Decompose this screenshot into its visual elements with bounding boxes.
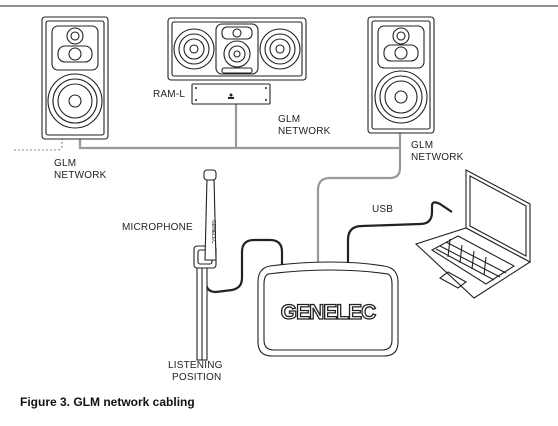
listening-position-label-2: POSITION: [172, 372, 221, 383]
figure-caption: Figure 3. GLM network cabling: [20, 395, 195, 409]
left-speaker: [42, 17, 108, 139]
laptop: [416, 170, 530, 298]
glm-network-center-label-2: NETWORK: [278, 126, 331, 137]
glm-network-center-label-1: GLM: [278, 114, 300, 125]
glm-network-left-label-1: GLM: [54, 158, 76, 169]
glm-network-left-label-2: NETWORK: [54, 170, 107, 181]
microphone-stand: GENELEC: [194, 170, 216, 360]
glm-network-right-label-1: GLM: [411, 140, 433, 151]
ram-l-unit: [192, 84, 270, 104]
network-cable-dotted: [14, 138, 62, 150]
network-cable-left-right: [80, 132, 400, 148]
usb-label: USB: [372, 204, 393, 215]
right-speaker: [368, 17, 434, 133]
genelec-logo: GENELEC: [281, 301, 376, 324]
microphone-label: MICROPHONE: [122, 222, 193, 233]
listening-position-label-1: LISTENING: [168, 360, 223, 371]
ram-l-label: RAM-L: [153, 89, 185, 100]
glm-controller: GENELEC: [258, 262, 398, 356]
center-speaker: [168, 18, 306, 80]
glm-network-right-label-2: NETWORK: [411, 152, 464, 163]
svg-text:GENELEC: GENELEC: [210, 220, 216, 244]
